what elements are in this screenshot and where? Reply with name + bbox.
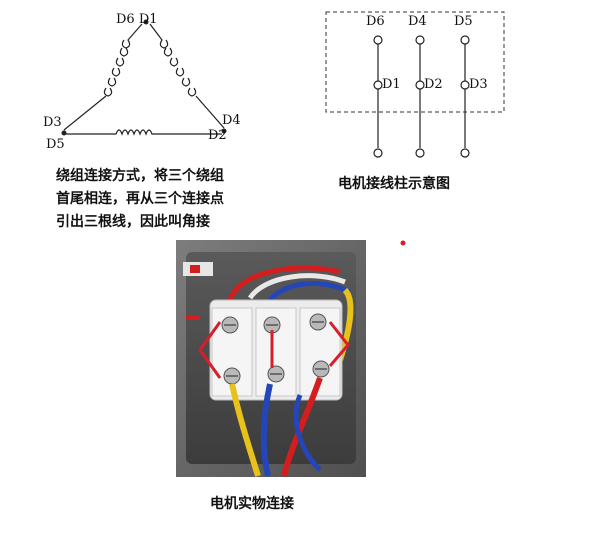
label-d4: D4 — [222, 113, 241, 128]
description-line-2: 首尾相连，再从三个连接点 — [56, 191, 224, 207]
terminal-label-d5: D5 — [454, 14, 473, 29]
lead-2 — [415, 148, 425, 158]
terminal-label-d3: D3 — [469, 77, 488, 92]
label-d5: D5 — [46, 137, 65, 152]
bottom-winding — [66, 129, 222, 136]
post-d3 — [460, 80, 470, 90]
red-annotation-markers — [198, 321, 350, 379]
yellow-lead — [229, 383, 261, 477]
terminal-label-d4: D4 — [408, 14, 427, 29]
label-d2: D2 — [208, 128, 227, 143]
label-d3: D3 — [43, 115, 62, 130]
d4-d2-node — [221, 128, 227, 134]
d6-d1-node — [143, 19, 149, 25]
post-d6 — [373, 35, 383, 45]
d3-d5-node — [61, 130, 67, 136]
lead-3 — [460, 148, 470, 158]
left-winding — [63, 23, 143, 131]
terminal-dashed-box — [325, 11, 505, 113]
label-d6-d1: D6 D1 — [116, 12, 158, 27]
terminal-label-d2: D2 — [424, 77, 443, 92]
photo-caption: 电机实物连接 — [210, 496, 294, 512]
post-d2 — [415, 80, 425, 90]
description-line-3: 引出三根线，因此叫角接 — [56, 214, 210, 230]
right-winding — [149, 23, 225, 129]
terminal-label-d1: D1 — [382, 77, 401, 92]
blue-lead — [260, 383, 273, 477]
post-d4 — [415, 35, 425, 45]
post-d5 — [460, 35, 470, 45]
lead-1 — [373, 148, 383, 158]
terminal-caption: 电机接线柱示意图 — [338, 176, 450, 192]
terminal-label-d6: D6 — [366, 14, 385, 29]
post-d1 — [373, 80, 383, 90]
description-line-1: 绕组连接方式，将三个绕组 — [56, 168, 224, 184]
